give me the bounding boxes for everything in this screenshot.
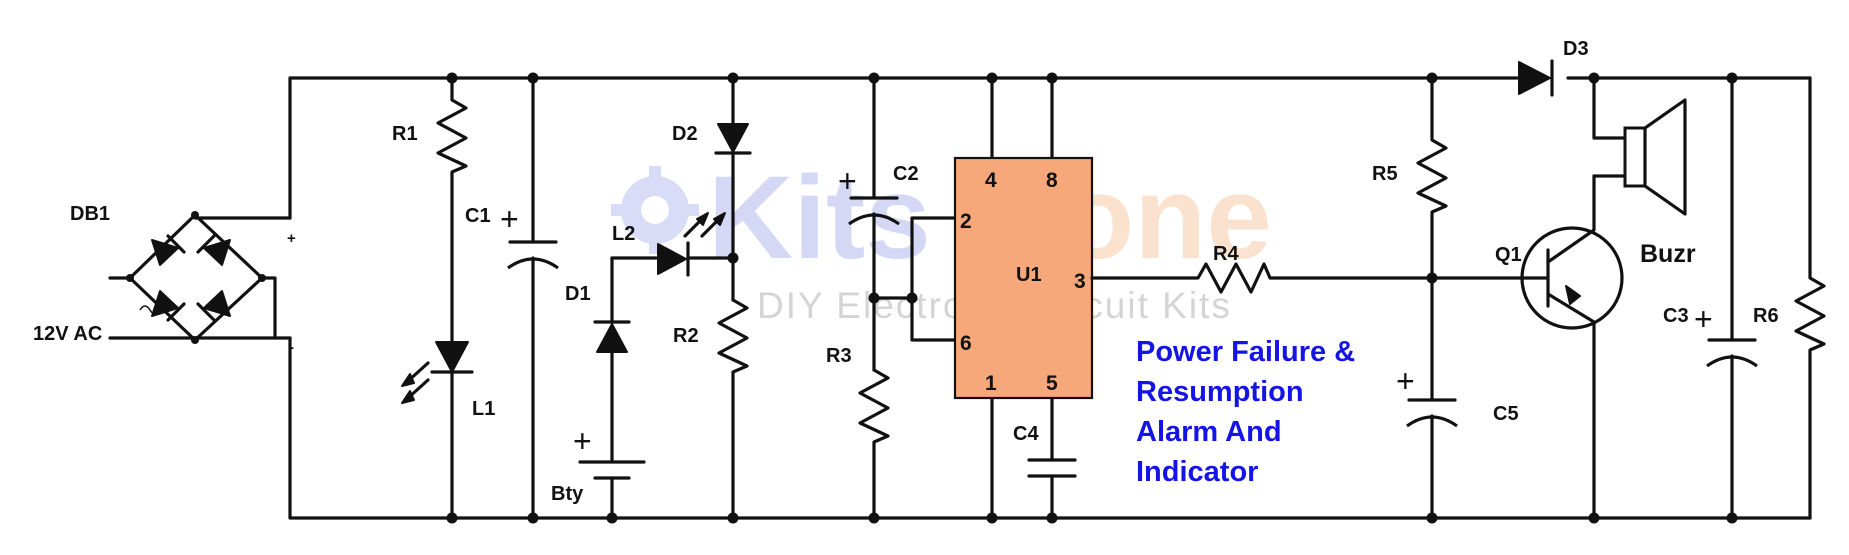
diode-d3	[1518, 59, 1554, 97]
ic-u1	[953, 76, 1094, 520]
positive-rail	[288, 76, 1812, 220]
wire-pin2	[872, 216, 957, 300]
title-line-1: Power Failure &	[1136, 336, 1355, 368]
c3-plus-sign: +	[1694, 301, 1713, 337]
buzzer-buzr	[1592, 76, 1687, 216]
label-r1: R1	[392, 123, 418, 145]
label-r3: R3	[826, 345, 852, 367]
capacitor-c1	[507, 76, 559, 520]
label-l2: L2	[612, 223, 635, 245]
label-r4: R4	[1213, 243, 1239, 265]
bridge-plus-sign: +	[287, 230, 296, 247]
ic-u1-body	[953, 156, 1094, 400]
pin-6: 6	[960, 332, 972, 355]
label-r2: R2	[673, 325, 699, 347]
label-c5: C5	[1493, 403, 1519, 425]
pin-2: 2	[960, 210, 972, 233]
bty-plus-sign: +	[573, 423, 592, 459]
c2-plus-sign: +	[838, 163, 857, 199]
transistor-q1	[1430, 174, 1624, 520]
capacitor-c4	[1027, 458, 1077, 520]
circuit-title: Power Failure & Resumption Alarm And Ind…	[1136, 336, 1355, 488]
label-c4: C4	[1013, 423, 1039, 445]
pin-3: 3	[1074, 270, 1086, 293]
wire-pin6	[910, 296, 957, 342]
label-r5: R5	[1372, 163, 1398, 185]
label-c2: C2	[893, 163, 919, 185]
c5-plus-sign: +	[1396, 363, 1415, 399]
label-d1: D1	[565, 283, 591, 305]
label-r6: R6	[1753, 305, 1779, 327]
watermark: Kits Zone DIY Electronic Circuit Kits	[611, 152, 1272, 326]
capacitor-c5	[1406, 398, 1458, 520]
pin-1: 1	[985, 372, 997, 395]
diode-d1	[593, 256, 631, 464]
watermark-brand-a: Kits	[708, 152, 931, 284]
battery-bty	[578, 460, 646, 520]
capacitor-c2	[848, 76, 900, 372]
label-l1: L1	[472, 398, 495, 420]
title-line-3: Alarm And	[1136, 416, 1282, 448]
capacitor-c3	[1706, 76, 1758, 520]
resistor-r2	[717, 298, 749, 520]
label-buzr: Buzr	[1640, 240, 1696, 268]
label-d2: D2	[672, 123, 698, 145]
c1-plus-sign: +	[500, 201, 519, 237]
watermark-gear-icon	[611, 166, 699, 254]
diode-d2	[714, 76, 752, 302]
ground-rail	[288, 336, 1812, 520]
led-l2	[610, 212, 735, 277]
bridge-minus-sign: -	[289, 339, 294, 356]
pin-5: 5	[1046, 372, 1058, 395]
label-c3: C3	[1663, 305, 1689, 327]
resistor-r6	[1794, 76, 1826, 520]
pin-8: 8	[1046, 169, 1058, 192]
title-line-2: Resumption	[1136, 376, 1304, 408]
resistor-r5	[1416, 76, 1448, 402]
resistor-r1	[436, 76, 468, 342]
bridge-rectifier-db1	[108, 211, 292, 344]
title-line-4: Indicator	[1136, 456, 1258, 488]
resistor-r4	[1090, 262, 1434, 294]
label-ac-input: 12V AC	[33, 323, 102, 345]
label-d3: D3	[1563, 38, 1589, 60]
led-l1	[401, 341, 474, 520]
label-u1: U1	[1016, 264, 1042, 286]
label-db1: DB1	[70, 203, 110, 225]
resistor-r3	[858, 368, 890, 520]
pin-4: 4	[985, 169, 997, 192]
label-c1: C1	[465, 205, 491, 227]
label-q1: Q1	[1495, 244, 1522, 266]
label-bty: Bty	[551, 483, 584, 505]
